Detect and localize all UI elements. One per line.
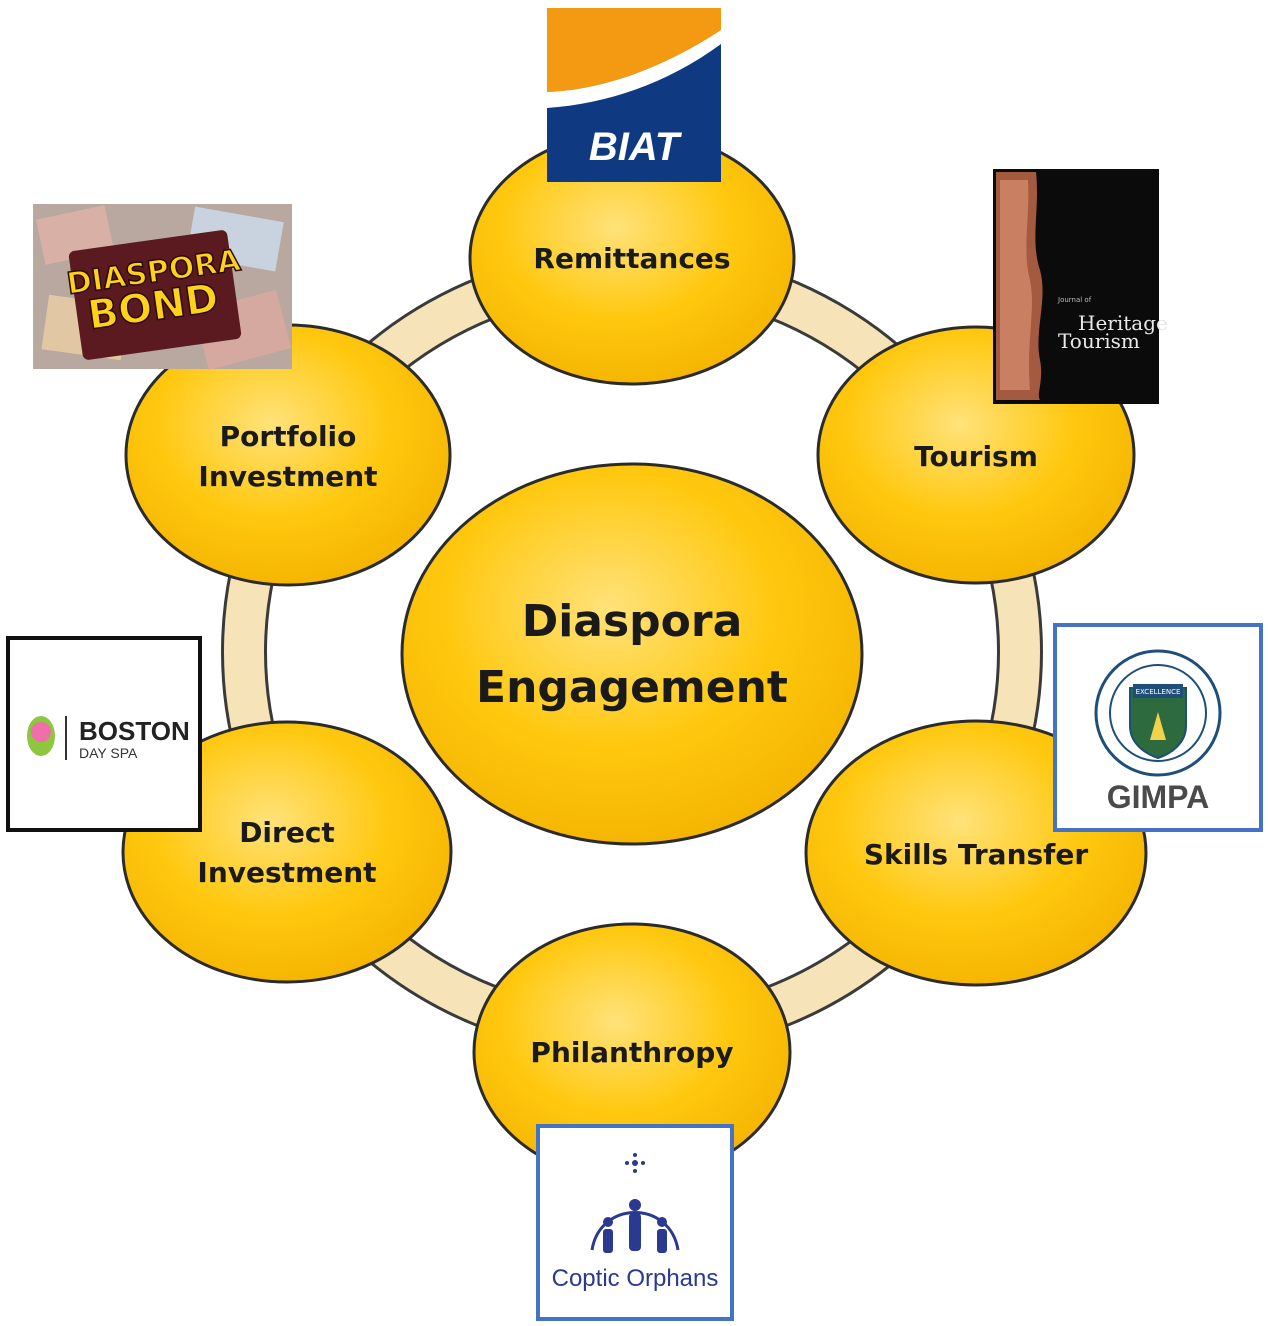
- tourism-label: Tourism: [914, 440, 1038, 473]
- node-philanthropy: Philanthropy: [472, 922, 792, 1182]
- biat-logo-text: BIAT: [589, 125, 683, 169]
- node-portfolio-investment: Portfolio Investment: [124, 323, 452, 587]
- boston-sub: DAY SPA: [79, 745, 138, 761]
- portfolio-investment-label-line1: Portfolio: [220, 420, 357, 453]
- portfolio-investment-label-line2: Investment: [198, 460, 377, 493]
- center-label-line2: Engagement: [476, 662, 788, 713]
- gimpa-name: GIMPA: [1107, 779, 1210, 815]
- heritage-tourism-cover: Journal of Heritage Tourism: [993, 169, 1168, 404]
- gimpa-logo: EXCELLENCE GIMPA: [1053, 623, 1263, 832]
- family-figures-icon: [603, 1199, 667, 1253]
- philanthropy-label: Philanthropy: [530, 1036, 733, 1069]
- biat-logo: BIAT: [547, 8, 721, 182]
- heritage-title-line2: Tourism: [1058, 329, 1140, 353]
- heritage-journal-label: Journal of: [1057, 296, 1092, 304]
- boston-day-spa-logo: BOSTON DAY SPA: [6, 636, 202, 832]
- diaspora-bond-image: DIASPORA BOND: [33, 204, 292, 370]
- direct-investment-label-line2: Investment: [197, 856, 376, 889]
- skills-transfer-label: Skills Transfer: [864, 838, 1088, 871]
- boston-name: BOSTON: [79, 716, 190, 746]
- coptic-cross-icon: [625, 1153, 645, 1173]
- gimpa-motto: EXCELLENCE: [1136, 688, 1181, 696]
- center-node: Diaspora Engagement: [400, 462, 864, 846]
- direct-investment-label-line1: Direct: [239, 816, 335, 849]
- coptic-orphans-logo: Coptic Orphans: [536, 1124, 734, 1321]
- node-direct-investment: Direct Investment: [121, 720, 453, 984]
- heritage-title-line1: Heritage: [1078, 311, 1168, 335]
- center-label-line1: Diaspora: [522, 596, 743, 647]
- coptic-orphans-text: Coptic Orphans: [552, 1265, 719, 1292]
- remittances-label: Remittances: [533, 242, 730, 275]
